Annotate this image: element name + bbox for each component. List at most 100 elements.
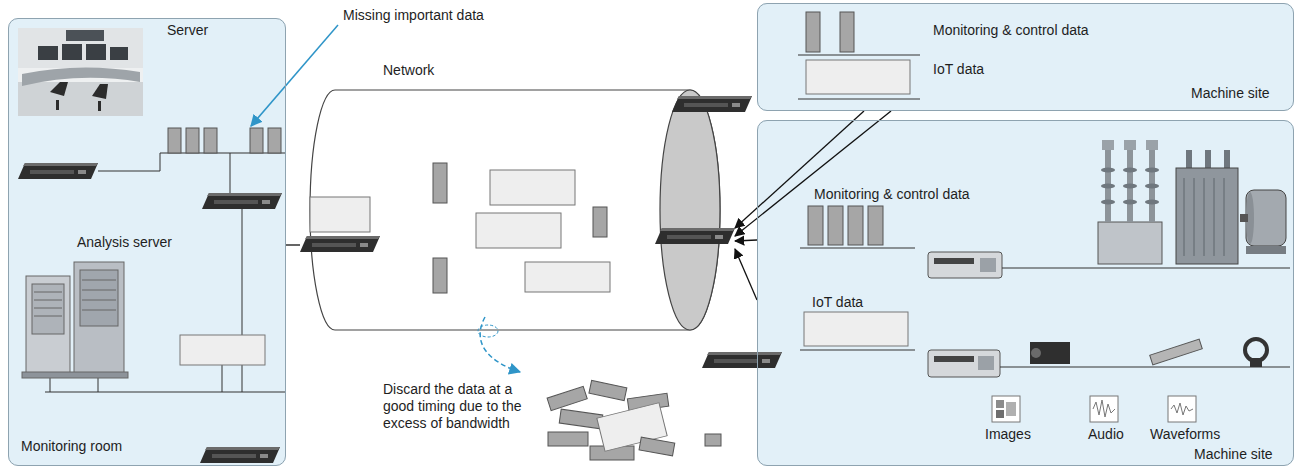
received-packets-part [204,128,217,153]
data-icons-part [992,396,1020,422]
discarded-packets-part [559,409,603,429]
control-room-photo-part [56,100,59,110]
site-data-top-part [806,12,820,52]
label-anchor: IoT data [933,61,984,78]
sensors-part [1030,342,1070,364]
network-switch [655,228,735,244]
site-data-top-part [798,55,920,56]
control-room-photo-part [66,30,104,41]
data-icons-part [996,400,1004,408]
data-icons-part [1093,400,1115,417]
transformer-part [1205,150,1211,168]
discarded-packets [547,380,721,460]
transformer [1176,150,1238,264]
network-switches-part [202,193,282,209]
sensors-part [1150,339,1203,365]
data-packet [433,163,447,203]
site-data-bottom-part [800,350,915,351]
server-label: Server [167,22,208,39]
switchgear-part [1145,184,1159,189]
network-switches-part [200,447,280,463]
iot-packet [180,335,265,365]
switchgear-part [1145,200,1159,205]
server-towers-part [22,372,128,378]
site-data-bottom-part [800,248,915,249]
switchgear-part [1102,140,1114,150]
switchgear-part [1098,222,1162,264]
panel-fills-part [757,120,1294,466]
discarded-packets-part [639,437,675,456]
label-anchor: Discard the data at a good timing due to… [383,381,538,432]
edge-devices-part [928,252,1002,278]
data-type-label: Monitoring & control data [814,186,970,203]
room-wiring-part [45,392,286,393]
server-towers-part [34,316,62,317]
room-wiring-part [98,171,160,172]
media-label: Audio [1088,426,1124,443]
sensors-part [1245,339,1267,361]
switchgear-part [1123,168,1137,173]
switchgear-part [1101,200,1115,205]
transformer-part [1214,178,1215,256]
switchgear-part [1145,168,1159,173]
site-panel: Machine site [757,120,1294,466]
media-label: Images [985,426,1031,443]
motor [1240,190,1286,254]
data-packet [310,197,370,232]
edge-devices-part [934,356,974,362]
server-towers-part [82,290,116,291]
data-packet [476,213,561,248]
node-title: Machine site [1194,446,1273,463]
data-packet [433,258,447,293]
sensors-part [1031,348,1041,358]
room-wiring-part [222,365,223,392]
label-anchor: IoT data [812,294,863,311]
data-type-label: IoT data [933,61,984,78]
site-data-top [798,12,920,99]
server-towers-part [34,292,62,293]
control-room-photo-part [92,84,108,99]
server-towers-part [80,270,118,326]
label-anchor: Audio [1088,426,1124,443]
server-towers-part [34,308,62,309]
edge-devices-part [928,350,1000,377]
transformer-part [1204,178,1205,256]
edge-devices-part [980,258,996,272]
server-label: Analysis server [77,234,172,251]
media-label: Waveforms [1150,426,1220,443]
sensors [1030,339,1267,367]
site-data-bottom-part [808,206,823,245]
switchgear-part [1101,184,1115,189]
site-data-bottom-part [848,206,863,245]
transformer-part [1184,178,1185,256]
server-towers-part [26,276,70,377]
label-anchor: Monitoring & control data [933,22,1089,39]
control-room-photo-part [22,67,140,86]
control-room-photo-part [98,101,101,111]
received-packets-part [186,128,199,153]
label-anchor: Analysis server [77,234,172,251]
server-towers [22,262,128,378]
control-room-photo-part [62,44,82,60]
data-type-label: IoT data [812,294,863,311]
transformer-part [1224,178,1225,256]
node-title: Network [383,62,434,79]
room-wiring-part [160,153,161,171]
site-data-bottom-part [828,206,843,245]
switchgear [1098,140,1162,264]
data-icons-part [1090,396,1118,422]
flow-arrow [735,111,864,228]
network-switch [702,352,782,368]
site-data-top-part [806,60,910,94]
transformer-part [1224,150,1230,168]
control-room-photo-part [38,46,58,60]
transformer-part [1186,150,1192,168]
cylinder-outline [300,55,735,335]
motor-part [1240,214,1248,222]
callout-note: Missing important data [343,7,484,24]
edge-devices [928,252,1290,377]
label-anchor: Monitoring & control data [814,186,970,203]
control-room-photo-part [18,82,143,116]
data-icons [992,396,1196,422]
